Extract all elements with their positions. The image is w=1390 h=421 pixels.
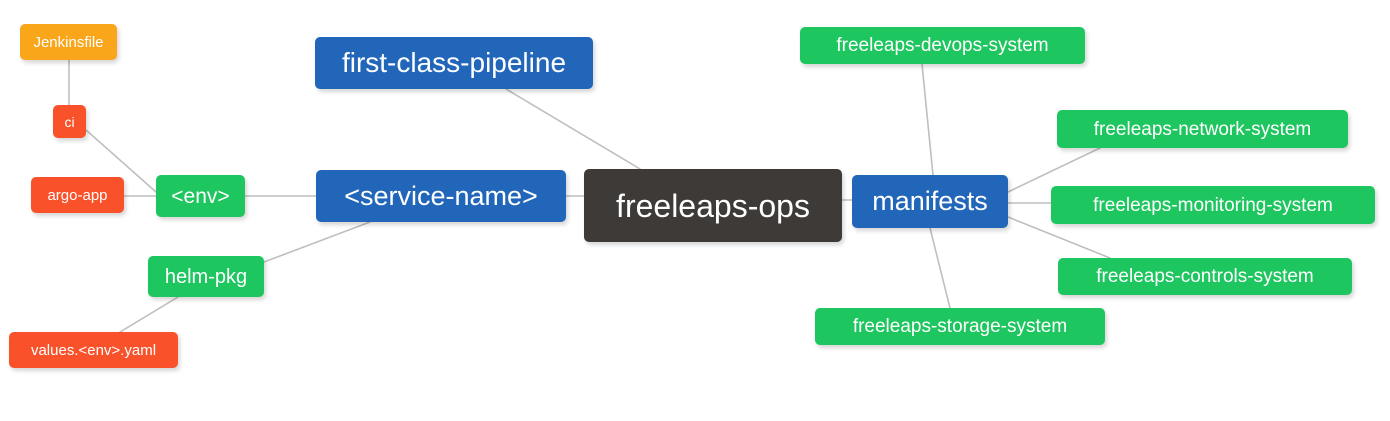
edge-helm-pkg-to-service-name xyxy=(263,221,371,263)
node-label: values.<env>.yaml xyxy=(30,341,157,359)
node-label: manifests xyxy=(872,186,988,216)
node-label: ci xyxy=(64,113,75,130)
node-label: <service-name> xyxy=(344,180,538,211)
node-label: Jenkinsfile xyxy=(33,33,104,51)
node-freeleaps-ops[interactable]: freeleaps-ops xyxy=(584,169,842,242)
node-label: argo-app xyxy=(47,186,108,204)
node-label: helm-pkg xyxy=(164,265,248,288)
node-helm-pkg[interactable]: helm-pkg xyxy=(148,256,264,297)
node-freeleaps-network-system[interactable]: freeleaps-network-system xyxy=(1057,110,1348,148)
node-ci[interactable]: ci xyxy=(53,105,86,138)
edge-manifests-to-freeleaps-storage-system xyxy=(929,227,951,309)
node-label: freeleaps-network-system xyxy=(1093,118,1312,140)
edge-values-yaml-to-helm-pkg xyxy=(119,296,179,333)
node-values-yaml[interactable]: values.<env>.yaml xyxy=(9,332,178,368)
node-label: freeleaps-storage-system xyxy=(852,316,1068,337)
edge-first-class-pipeline-to-freeleaps-ops xyxy=(505,88,641,170)
node-freeleaps-devops-system[interactable]: freeleaps-devops-system xyxy=(800,27,1085,64)
node-label: freeleaps-devops-system xyxy=(836,35,1049,56)
node-first-class-pipeline[interactable]: first-class-pipeline xyxy=(315,37,593,89)
node-freeleaps-monitoring-system[interactable]: freeleaps-monitoring-system xyxy=(1051,186,1375,224)
node-jenkinsfile[interactable]: Jenkinsfile xyxy=(20,24,117,60)
node-label: <env> xyxy=(171,184,230,208)
node-env[interactable]: <env> xyxy=(156,175,245,217)
node-manifests[interactable]: manifests xyxy=(852,175,1008,228)
node-label: freeleaps-monitoring-system xyxy=(1093,194,1333,216)
node-freeleaps-storage-system[interactable]: freeleaps-storage-system xyxy=(815,308,1105,345)
node-label: first-class-pipeline xyxy=(341,47,567,78)
node-label: freeleaps-ops xyxy=(616,187,810,224)
node-service-name[interactable]: <service-name> xyxy=(316,170,566,222)
node-freeleaps-controls-system[interactable]: freeleaps-controls-system xyxy=(1058,258,1352,295)
node-label: freeleaps-controls-system xyxy=(1096,266,1314,287)
node-argo-app[interactable]: argo-app xyxy=(31,177,124,213)
edge-manifests-to-freeleaps-devops-system xyxy=(921,63,934,176)
